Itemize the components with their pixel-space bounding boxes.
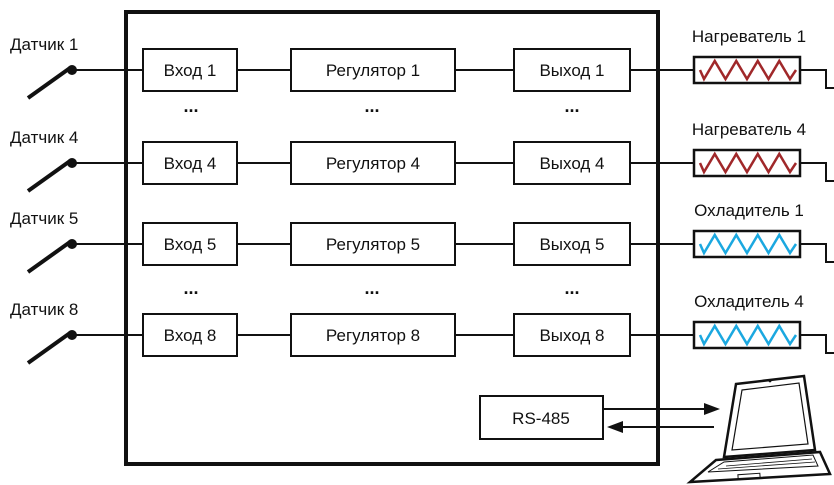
channel-row: Датчик 5 Вход 5 Регулятор 5 Выход 5 Охладите… bbox=[10, 201, 834, 274]
regulator-label: Регулятор 4 bbox=[326, 154, 420, 173]
channel-rows: Датчик 1 Вход 1 Регулятор 1 Выход 1 Нагреват… bbox=[10, 27, 834, 365]
ellipsis-row-2: ... ... ... bbox=[183, 278, 579, 298]
device-label: Нагреватель 4 bbox=[692, 120, 806, 139]
channel-row: Датчик 8 Вход 8 Регулятор 8 Выход 8 Охладите… bbox=[10, 292, 834, 365]
channel-row: Датчик 4 Вход 4 Регулятор 4 Выход 4 Нагреват… bbox=[10, 120, 834, 193]
device-label: Нагреватель 1 bbox=[692, 27, 806, 46]
ellipsis: ... bbox=[183, 278, 198, 298]
switch-sensor-icon bbox=[26, 239, 143, 274]
output-box bbox=[513, 48, 631, 92]
output-label: Выход 8 bbox=[539, 326, 604, 345]
ellipsis: ... bbox=[364, 96, 379, 116]
ellipsis: ... bbox=[183, 96, 198, 116]
rs485-box bbox=[479, 395, 604, 440]
regulator-label: Регулятор 5 bbox=[326, 235, 420, 254]
input-label: Вход 5 bbox=[164, 235, 217, 254]
output-label: Выход 1 bbox=[539, 61, 604, 80]
device-label: Охладитель 4 bbox=[694, 292, 804, 311]
channel-row: Датчик 1 Вход 1 Регулятор 1 Выход 1 Нагреват… bbox=[10, 27, 834, 100]
switch-sensor-icon bbox=[26, 65, 143, 100]
rs485-label: RS-485 bbox=[512, 409, 570, 428]
input-label: Вход 1 bbox=[164, 61, 217, 80]
cooler-resistor-icon bbox=[692, 320, 834, 354]
input-label: Вход 4 bbox=[164, 154, 217, 173]
output-box bbox=[513, 222, 631, 266]
output-box bbox=[513, 141, 631, 185]
controller-frame bbox=[124, 10, 660, 466]
ellipsis: ... bbox=[364, 278, 379, 298]
rs485-block: RS-485 bbox=[479, 395, 604, 440]
sensor-label: Датчик 4 bbox=[10, 128, 78, 147]
input-box bbox=[142, 313, 238, 357]
regulator-label: Регулятор 8 bbox=[326, 326, 420, 345]
heater-resistor-icon bbox=[692, 148, 834, 182]
arrow-right-icon bbox=[704, 403, 720, 415]
laptop-icon bbox=[686, 374, 832, 484]
heater-resistor-icon bbox=[692, 55, 834, 89]
output-label: Выход 4 bbox=[539, 154, 604, 173]
switch-sensor-icon bbox=[26, 330, 143, 365]
sensor-label: Датчик 8 bbox=[10, 300, 78, 319]
device-label: Охладитель 1 bbox=[694, 201, 804, 220]
ellipsis: ... bbox=[564, 278, 579, 298]
input-box bbox=[142, 222, 238, 266]
rs485-link-arrows bbox=[603, 403, 720, 433]
output-label: Выход 5 bbox=[539, 235, 604, 254]
sensor-label: Датчик 1 bbox=[10, 35, 78, 54]
regulator-box bbox=[290, 222, 456, 266]
switch-sensor-icon bbox=[26, 158, 143, 193]
sensor-label: Датчик 5 bbox=[10, 209, 78, 228]
cooler-resistor-icon bbox=[692, 229, 834, 263]
output-box bbox=[513, 313, 631, 357]
regulator-box bbox=[290, 313, 456, 357]
ellipsis: ... bbox=[564, 96, 579, 116]
regulator-label: Регулятор 1 bbox=[326, 61, 420, 80]
arrow-left-icon bbox=[607, 421, 623, 433]
input-label: Вход 8 bbox=[164, 326, 217, 345]
ellipsis-row-1: ... ... ... bbox=[183, 96, 579, 116]
